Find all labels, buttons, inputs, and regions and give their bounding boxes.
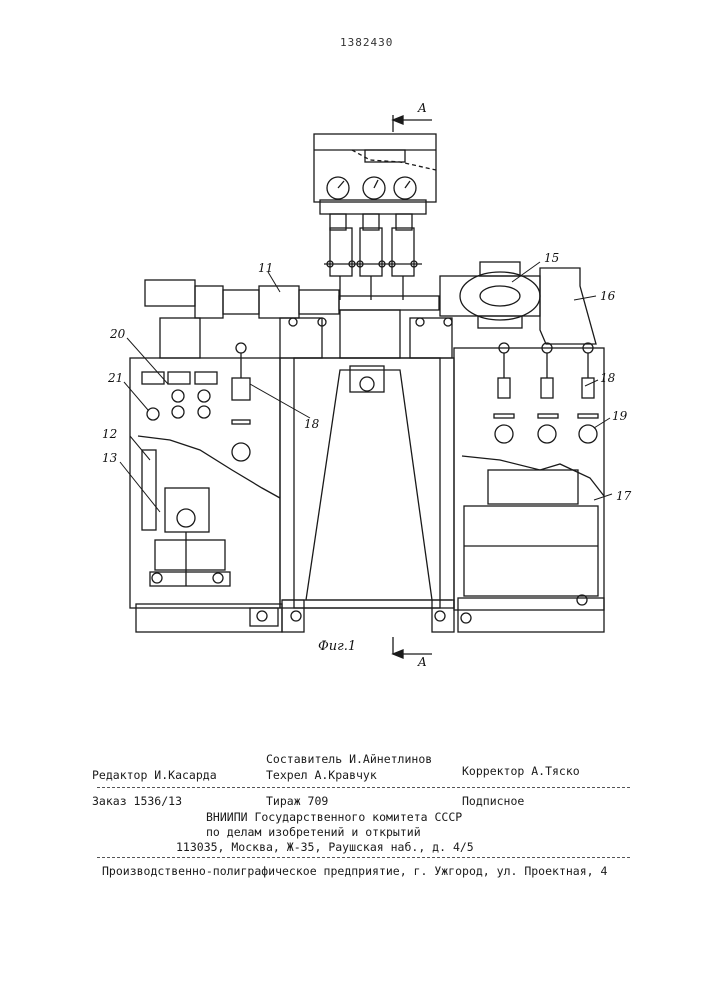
corrector: Корректор А.Тяско — [462, 764, 580, 778]
ref-19: 19 — [612, 409, 628, 423]
gauge-head — [314, 134, 436, 300]
ref-18-left: 18 — [304, 417, 320, 431]
address: 113035, Москва, Ж-35, Раушская наб., д. … — [176, 840, 474, 854]
compiler: Составитель И.Айнетлинов — [266, 752, 432, 766]
org-line-2: по делам изобретений и открытий — [206, 825, 421, 839]
ref-16: 16 — [600, 289, 616, 303]
print-run: Тираж 709 — [266, 794, 328, 808]
ref-21: 21 — [107, 371, 123, 385]
editor: Редактор И.Касарда — [92, 768, 217, 782]
figure-caption: Фиг.1 — [318, 639, 356, 654]
ref-13: 13 — [102, 451, 118, 465]
center-column — [280, 358, 454, 632]
ref-18-right: 18 — [600, 371, 616, 385]
divider-bottom — [97, 857, 630, 858]
right-cabinet — [454, 343, 604, 632]
section-marker-top: A — [393, 101, 432, 132]
ref-11: 11 — [258, 261, 273, 275]
ref-17: 17 — [616, 489, 632, 503]
org-line-1: ВНИИПИ Государственного комитета СССР — [206, 810, 462, 824]
techred: Техрел А.Кравчук — [266, 768, 377, 782]
section-marker-bottom: A — [393, 637, 432, 669]
printer: Производственно-полиграфическое предприя… — [102, 864, 607, 878]
ref-12: 12 — [102, 427, 117, 441]
subscription: Подписное — [462, 794, 524, 808]
left-cabinet — [130, 318, 282, 632]
section-letter-bottom: A — [417, 655, 427, 669]
divider-top — [97, 787, 630, 788]
ref-20: 20 — [109, 327, 126, 341]
ref-15: 15 — [544, 251, 559, 265]
order: Заказ 1536/13 — [92, 794, 182, 808]
section-letter-top: A — [417, 101, 427, 115]
leader-lines — [120, 262, 612, 512]
